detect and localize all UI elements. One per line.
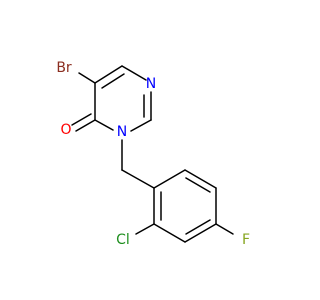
bond-c3-c2 xyxy=(153,223,186,243)
oxygen-label: O xyxy=(60,122,71,138)
bond-c1-c6 xyxy=(153,169,186,189)
bond-c6-c5-inner xyxy=(185,177,211,193)
bond-ch2-c1 xyxy=(121,169,155,189)
bond-c4-o xyxy=(75,119,96,132)
nitrogen-top-label: N xyxy=(146,76,156,92)
bond-c4-c3 xyxy=(184,223,217,243)
bond-n3-c4 xyxy=(94,119,114,131)
bond-c4-o-double xyxy=(71,113,92,126)
bond-c5-c6 xyxy=(94,65,123,84)
bond-phenyl-f xyxy=(215,223,234,235)
chlorine-label: Cl xyxy=(116,232,130,248)
bromine-label: Br xyxy=(56,60,72,76)
bond-c5-br xyxy=(78,72,96,84)
bond-c2-n3 xyxy=(130,119,152,132)
fluorine-label: F xyxy=(242,232,250,248)
structure-canvas: Br O N N Cl F xyxy=(56,60,251,248)
bond-c6-n1 xyxy=(121,65,147,81)
bond-c6-c5 xyxy=(184,169,217,189)
bond-phenyl-cl xyxy=(135,223,155,235)
molecule-diagram: Br O N N Cl F xyxy=(56,60,250,248)
bond-c5-c6-inner xyxy=(101,73,125,89)
nitrogen-ring-label: N xyxy=(117,124,127,140)
bond-c4-c3-inner xyxy=(185,219,211,235)
